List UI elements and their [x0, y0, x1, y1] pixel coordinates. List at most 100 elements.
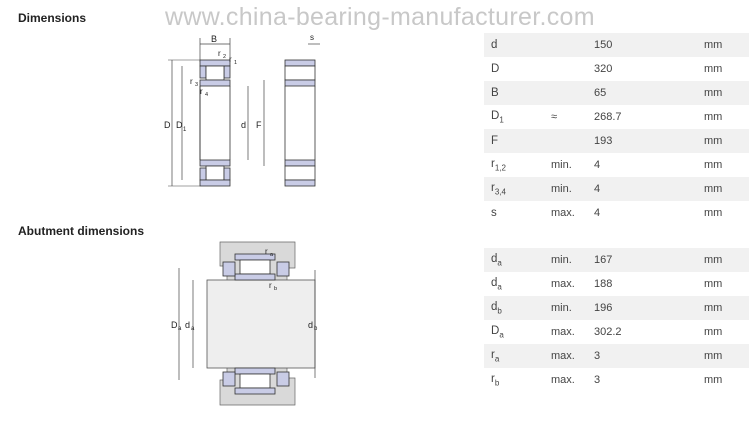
watermark-text: www.china-bearing-manufacturer.com — [165, 3, 595, 31]
param-unit: mm — [704, 207, 723, 219]
dimensions-heading: Dimensions — [18, 11, 87, 25]
param-name: D1 — [484, 105, 551, 129]
param-unit: mm — [704, 111, 723, 123]
param-value: 4 — [594, 207, 601, 219]
param-qualifier: min. — [551, 296, 594, 320]
label-db: d — [308, 320, 313, 330]
param-qualifier: max. — [551, 344, 594, 368]
label-r1-sub: 1 — [234, 60, 237, 66]
param-symbol: F — [491, 135, 499, 147]
param-value: 268.7 — [594, 111, 622, 123]
label-da: d — [185, 320, 190, 330]
param-qualifier — [551, 33, 594, 57]
label-r2-sub: 2 — [223, 54, 226, 60]
param-value: 188 — [594, 278, 613, 290]
label-r4: r — [200, 87, 203, 96]
param-symbol: r — [491, 181, 495, 194]
label-D: D — [164, 120, 171, 130]
param-name: s — [484, 201, 551, 225]
param-subscript: 1,2 — [494, 163, 506, 173]
label-Da: D — [171, 320, 178, 330]
label-rb: r — [269, 281, 272, 290]
label-F: F — [256, 120, 262, 130]
param-subscript: a — [499, 330, 504, 340]
param-qualifier: max. — [551, 278, 575, 290]
param-name: B — [484, 81, 551, 105]
label-ra-sub: a — [270, 252, 274, 258]
param-name: F — [484, 129, 551, 153]
param-symbol: D — [491, 63, 500, 75]
param-qualifier: max. — [551, 374, 575, 386]
label-Da-sub: a — [178, 326, 182, 332]
param-symbol: r — [491, 372, 495, 385]
param-value: 302.2 — [594, 326, 622, 338]
param-value: 193 — [594, 129, 704, 153]
param-symbol: r — [491, 348, 495, 361]
param-qualifier: min. — [551, 248, 594, 272]
param-name: rb — [484, 368, 551, 392]
label-ra: r — [265, 247, 268, 256]
label-r2: r — [218, 49, 221, 58]
param-name: D — [484, 57, 551, 81]
label-D1: D — [176, 120, 183, 130]
param-value: 3 — [594, 344, 704, 368]
param-qualifier: max. — [551, 326, 575, 338]
label-db-sub: b — [314, 326, 318, 332]
param-name: r1,2 — [484, 153, 551, 177]
param-qualifier: ≈ — [551, 111, 558, 123]
param-name: db — [484, 296, 551, 320]
param-unit: mm — [704, 63, 723, 75]
param-unit: mm — [704, 296, 749, 320]
param-unit: mm — [704, 159, 723, 171]
param-symbol: d — [491, 252, 498, 265]
param-unit: mm — [704, 326, 723, 338]
abutment-heading: Abutment dimensions — [18, 224, 145, 238]
param-name: ra — [484, 344, 551, 368]
param-symbol: B — [491, 87, 499, 99]
param-unit: mm — [704, 33, 749, 57]
param-value: 65 — [594, 81, 704, 105]
param-symbol: s — [491, 207, 497, 219]
abutment-drawing: D a d a d b r a r b — [171, 241, 318, 406]
param-name: r3,4 — [484, 177, 551, 201]
param-name: d — [484, 33, 551, 57]
param-symbol: D — [491, 109, 500, 122]
label-r3-sub: 3 — [195, 82, 198, 88]
param-qualifier — [551, 129, 594, 153]
param-value: 196 — [594, 296, 704, 320]
param-value: 4 — [594, 177, 704, 201]
param-unit: mm — [704, 278, 723, 290]
param-qualifier — [551, 57, 594, 81]
param-qualifier: min. — [551, 177, 594, 201]
label-d: d — [241, 120, 246, 130]
bearing-cross-section-drawing: B D D 1 d F r 2 r 1 r 3 r 4 s — [164, 33, 320, 187]
label-s: s — [310, 33, 314, 42]
param-name: Da — [484, 320, 551, 344]
param-symbol: r — [491, 157, 495, 170]
param-subscript: 1 — [499, 115, 504, 125]
param-unit: mm — [704, 177, 749, 201]
param-name: da — [484, 248, 551, 272]
param-symbol: D — [491, 324, 500, 337]
label-D1-sub: 1 — [183, 127, 187, 133]
label-r1: r — [229, 55, 232, 64]
param-value: 4 — [594, 159, 601, 171]
param-value: 150 — [594, 33, 704, 57]
param-subscript: 3,4 — [494, 187, 506, 197]
param-symbol: d — [491, 300, 498, 313]
param-value: 167 — [594, 248, 704, 272]
param-name: da — [484, 272, 551, 296]
param-unit: mm — [704, 129, 749, 153]
param-unit: mm — [704, 374, 723, 386]
param-value: 3 — [594, 374, 601, 386]
